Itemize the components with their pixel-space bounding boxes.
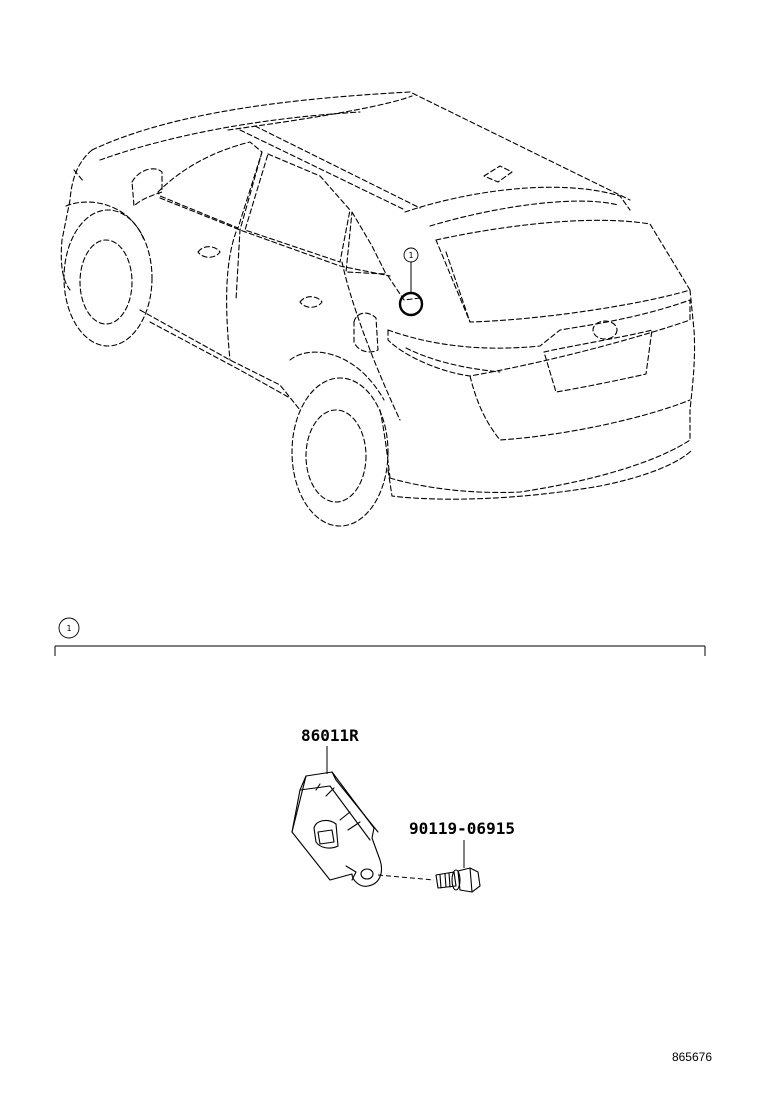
vehicle-location-callout: 1 bbox=[398, 247, 424, 317]
part-86011R: 86011R bbox=[291, 726, 383, 887]
section-header: 1 bbox=[54, 617, 706, 656]
location-circle bbox=[398, 291, 424, 317]
fastener-leader bbox=[377, 874, 435, 881]
vehicle-illustration: 1 bbox=[60, 91, 696, 527]
illustration-id: 865676 bbox=[672, 1050, 712, 1064]
section-marker-label: 1 bbox=[66, 624, 71, 633]
part-90119-06915: 90119-06915 bbox=[409, 819, 515, 893]
part-number-90119-06915: 90119-06915 bbox=[409, 819, 515, 838]
callout-marker-label: 1 bbox=[408, 251, 413, 260]
part-number-86011R: 86011R bbox=[301, 726, 359, 745]
